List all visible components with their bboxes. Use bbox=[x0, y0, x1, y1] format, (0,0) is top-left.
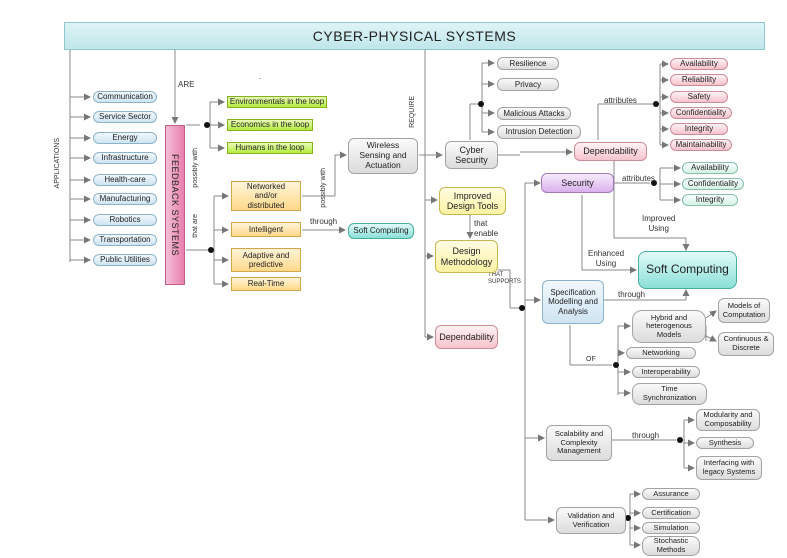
property-node: Adaptive and predictive bbox=[231, 248, 301, 272]
dependability-attr-node: Safety bbox=[670, 91, 728, 103]
soft-computing-node: Soft Computing bbox=[638, 251, 737, 289]
improved-design-tools-node: Improved Design Tools bbox=[439, 187, 506, 215]
dependability-attr-node: Availability bbox=[670, 58, 728, 70]
applications-label: APPLICATIONS bbox=[54, 138, 61, 189]
app-node: Transportation bbox=[93, 234, 157, 246]
cyber-branch-node: Resilience bbox=[497, 57, 559, 70]
cyber-security-node: Cyber Security bbox=[445, 141, 498, 169]
security-attr-node: Integrity bbox=[682, 194, 738, 206]
of-label: OF bbox=[586, 356, 596, 363]
dependability-attr-node: Integrity bbox=[670, 123, 728, 135]
feedback-systems-node: FEEDBACK SYSTEMS bbox=[165, 125, 185, 285]
loop-node: Environmentals in the loop bbox=[227, 96, 327, 108]
security-node: Security bbox=[541, 173, 614, 193]
validation-item-node: Stochastic Methods bbox=[642, 536, 700, 556]
loop-node: Economics in the loop bbox=[227, 119, 313, 131]
dependability-node: Dependability bbox=[574, 142, 647, 161]
through-label: through bbox=[310, 217, 338, 226]
through-label-2: through bbox=[618, 290, 646, 299]
feedback-systems-label: FEEDBACK SYSTEMS bbox=[170, 153, 180, 257]
unlabeled-mark: . bbox=[259, 72, 262, 81]
dependability-attr-node: Maintainability bbox=[670, 139, 732, 151]
spec-item-node: Interoperability bbox=[632, 366, 700, 378]
spec-item-node: Networking bbox=[626, 347, 696, 359]
cyber-branch-node: Malicious Attacks bbox=[497, 107, 571, 120]
property-node: Networked and/or distributed bbox=[231, 181, 301, 211]
require-label: REQUIRE bbox=[409, 96, 416, 128]
app-node: Service Sector bbox=[93, 111, 157, 123]
possibly-with-label: possibly with bbox=[192, 148, 199, 188]
app-node: Communication bbox=[93, 91, 157, 103]
specification-node: Specification Modelling and Analysis bbox=[542, 280, 604, 324]
scalability-item-node: Interfacing with legacy Systems bbox=[696, 456, 762, 480]
app-node: Robotics bbox=[93, 214, 157, 226]
loop-node: Humans in the loop bbox=[227, 142, 313, 154]
security-attr-node: Confidentiality bbox=[682, 178, 744, 190]
models-of-computation-node: Models of Computation bbox=[718, 298, 770, 323]
that-supports-label: THAT SUPPORTS bbox=[488, 272, 521, 285]
validation-item-node: Certification bbox=[642, 507, 700, 519]
are-label: ARE bbox=[178, 80, 195, 89]
app-node: Infrastructure bbox=[93, 152, 157, 164]
soft-computing-small-node: Soft Computing bbox=[348, 223, 414, 239]
attributes-label-2: attributes bbox=[622, 174, 655, 183]
dependability-attr-node: Confidentiality bbox=[670, 107, 732, 119]
that-are-label: that are bbox=[192, 214, 199, 238]
app-node: Public Utilities bbox=[93, 254, 157, 266]
app-node: Energy bbox=[93, 132, 157, 144]
diagram-title: CYBER-PHYSICAL SYSTEMS bbox=[64, 22, 765, 50]
hybrid-models-node: Hybrid and heterogenous Models bbox=[632, 310, 706, 343]
dependability-attr-node: Reliability bbox=[670, 74, 728, 86]
property-node: Intelligent bbox=[231, 222, 301, 237]
validation-item-node: Simulation bbox=[642, 522, 700, 534]
design-methodology-node: Design Methodology bbox=[435, 240, 498, 273]
property-node: Real-Time bbox=[231, 277, 301, 291]
security-attr-node: Availability bbox=[682, 162, 738, 174]
spec-item-node: Time Synchronization bbox=[632, 383, 707, 405]
attributes-label: attributes bbox=[604, 96, 637, 105]
scalability-item-node: Synthesis bbox=[696, 437, 754, 449]
possibly-with-label-2: possibly with bbox=[320, 168, 327, 208]
through-label-3: through bbox=[632, 431, 660, 440]
cyber-branch-node: Intrusion Detection bbox=[497, 125, 581, 139]
app-node: Manufacturing bbox=[93, 193, 157, 205]
that-enable-label: that enable bbox=[474, 219, 499, 238]
continuous-discrete-node: Continuous & Discrete bbox=[718, 332, 774, 356]
cyber-branch-node: Privacy bbox=[497, 78, 559, 91]
dependability-left-node: Dependability bbox=[435, 325, 498, 349]
scalability-item-node: Modularity and Composability bbox=[696, 409, 760, 431]
improved-using-label: Improved Using bbox=[642, 214, 676, 234]
enhanced-using-label: Enhanced Using bbox=[588, 249, 625, 269]
validation-node: Validation and Verification bbox=[556, 507, 626, 534]
app-node: Health-care bbox=[93, 174, 157, 186]
validation-item-node: Assurance bbox=[642, 488, 700, 500]
wireless-node: Wireless Sensing and Actuation bbox=[348, 138, 418, 174]
scalability-node: Scalability and Complexity Management bbox=[546, 425, 612, 461]
